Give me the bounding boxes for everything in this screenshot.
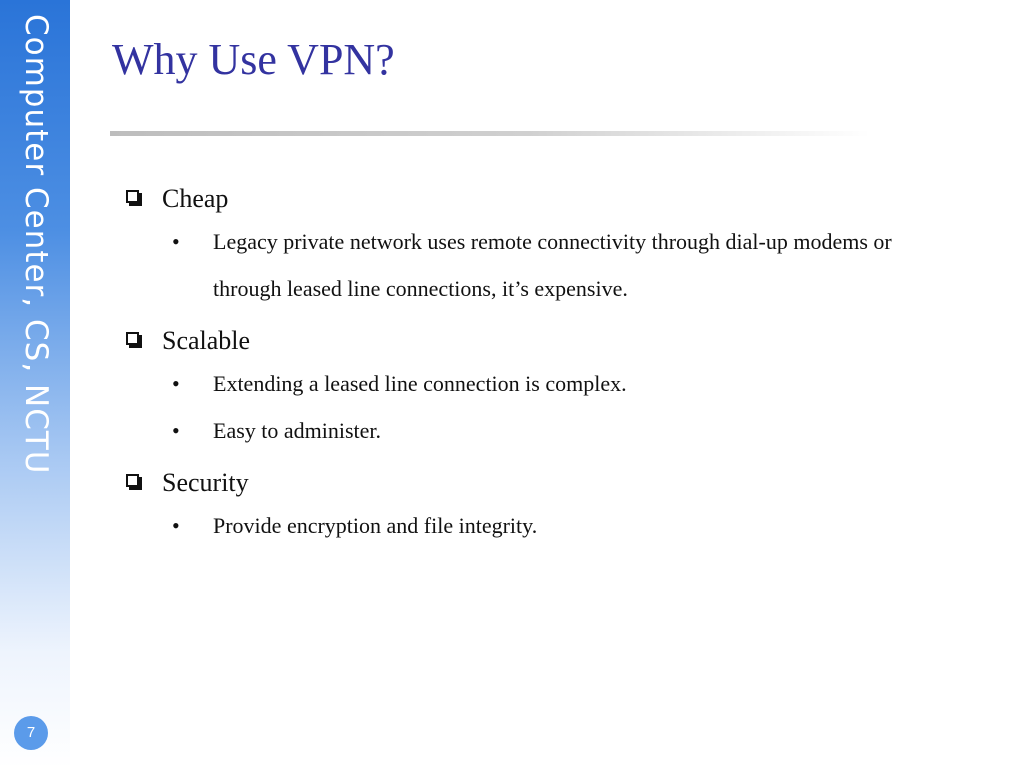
sub-bullet-text: Extending a leased line connection is co… (213, 371, 627, 396)
bullet-label: Security (162, 468, 249, 497)
bullet-dot-icon: • (172, 371, 180, 396)
bullet-label: Cheap (162, 184, 229, 213)
bullet-list: Cheap • Legacy private network uses remo… (124, 180, 984, 549)
bullet-dot-icon: • (172, 513, 180, 538)
sub-bullet-text: Easy to administer. (213, 418, 382, 443)
page-number-badge: 7 (14, 716, 48, 750)
checkbox-bullet-icon (126, 190, 139, 203)
sub-bullet-text: Legacy private network uses remote conne… (213, 229, 892, 301)
bullet-dot-icon: • (172, 418, 180, 443)
sidebar: Computer Center, CS, NCTU (0, 0, 70, 768)
title-divider (110, 131, 870, 136)
sub-bullet-item: • Easy to administer. (124, 407, 984, 454)
sub-bullet-text: Provide encryption and file integrity. (213, 513, 538, 538)
sub-bullet-item: • Extending a leased line connection is … (124, 360, 984, 407)
sub-bullet-item: • Provide encryption and file integrity. (124, 502, 984, 549)
bullet-item-cheap: Cheap (124, 180, 984, 218)
bullet-dot-icon: • (172, 229, 180, 254)
sub-bullet-item: • Legacy private network uses remote con… (124, 218, 984, 312)
bullet-item-scalable: Scalable (124, 322, 984, 360)
bullet-item-security: Security (124, 464, 984, 502)
slide-title: Why Use VPN? (112, 35, 395, 84)
sidebar-label: Computer Center, CS, NCTU (18, 14, 54, 475)
checkbox-bullet-icon (126, 474, 139, 487)
checkbox-bullet-icon (126, 332, 139, 345)
bullet-label: Scalable (162, 326, 251, 355)
